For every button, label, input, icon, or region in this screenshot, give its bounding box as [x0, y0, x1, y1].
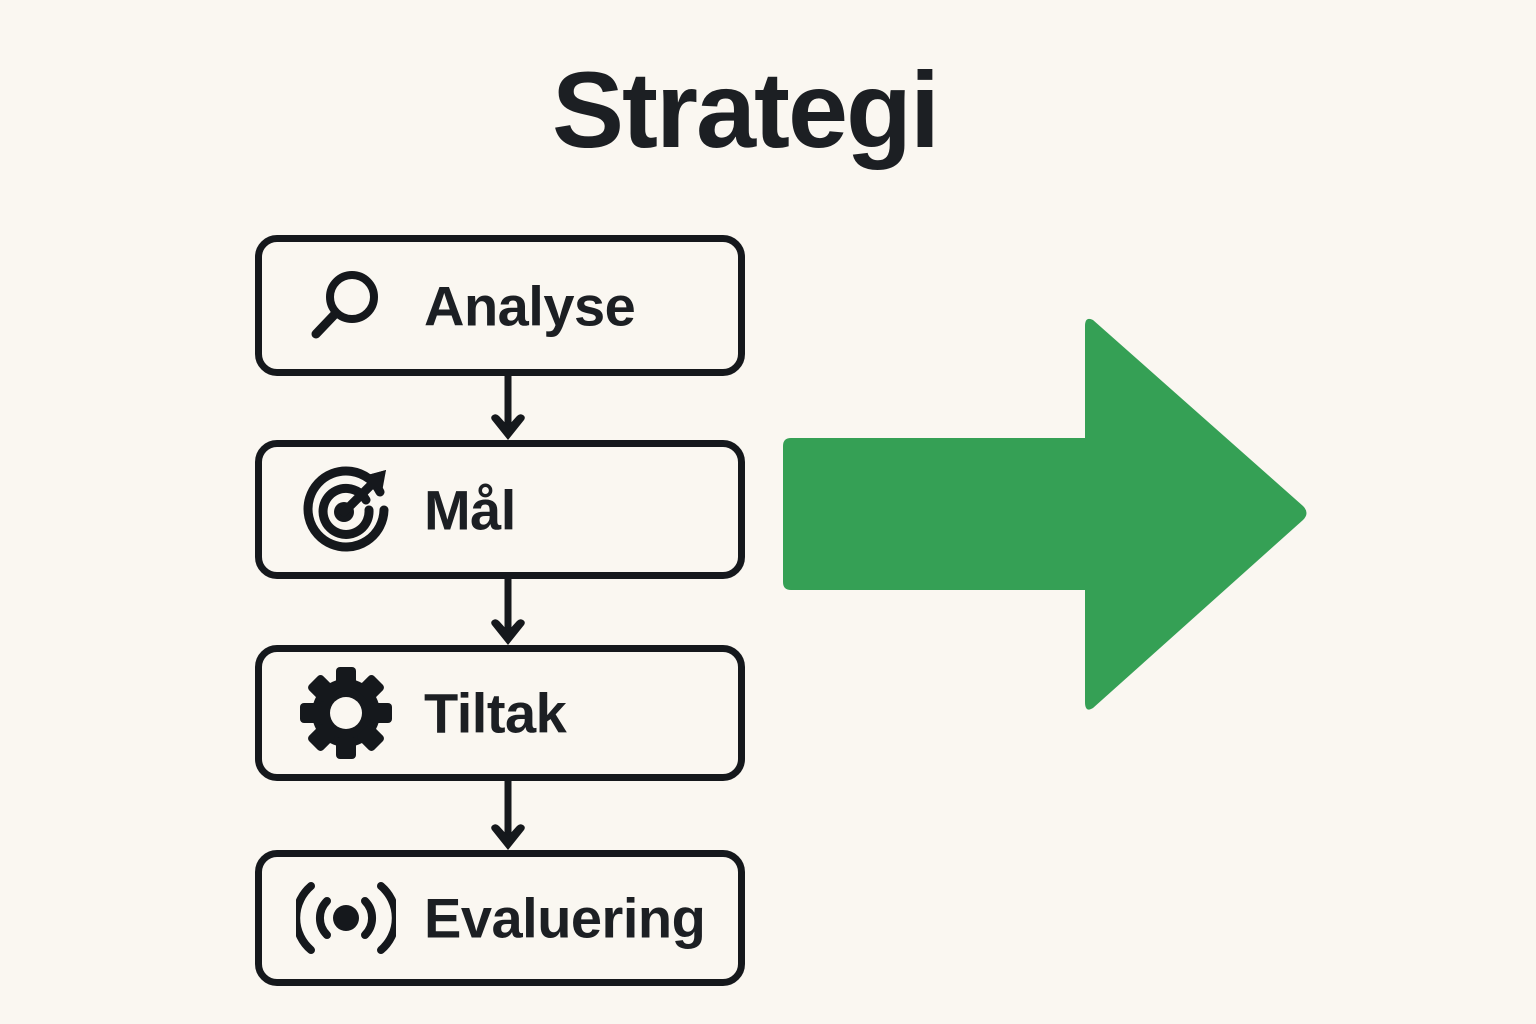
flow-step-evaluering[interactable]: Evaluering [255, 850, 745, 986]
arrow-down-icon [486, 374, 530, 442]
page-title: Strategi [551, 49, 940, 170]
flow-step-mal[interactable]: Mål [255, 440, 745, 579]
target-icon [294, 458, 398, 562]
flow-step-tiltak[interactable]: Tiltak [255, 645, 745, 781]
flow-step-analyse[interactable]: Analyse [255, 235, 745, 376]
flow-step-label: Mål [424, 478, 516, 541]
arrow-right-icon [775, 310, 1310, 720]
magnifier-icon [294, 254, 398, 358]
arrow-down-icon [486, 779, 530, 852]
gear-icon [294, 661, 398, 765]
arrow-down-icon [486, 577, 530, 647]
flow-step-label: Evaluering [424, 886, 706, 950]
flow-step-label: Analyse [424, 274, 636, 337]
flow-step-label: Tiltak [424, 681, 567, 745]
broadcast-icon [294, 866, 398, 970]
